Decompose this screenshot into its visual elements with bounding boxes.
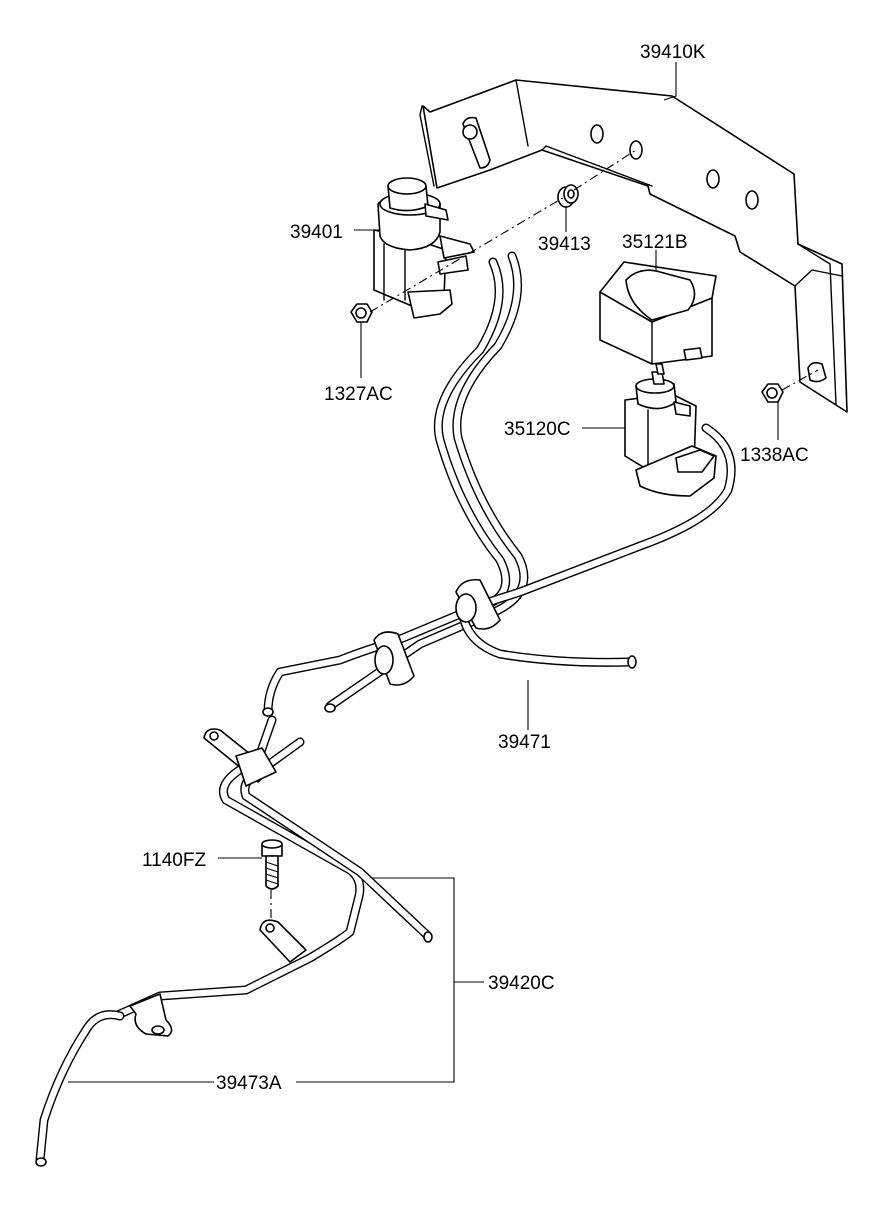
- assembly-line-1338AC: [781, 369, 819, 391]
- label-39471: 39471: [498, 732, 551, 753]
- solenoid-valve-39401: [373, 177, 475, 319]
- label-39473A: 39473A: [216, 1073, 282, 1094]
- label-39420C: 39420C: [488, 973, 555, 994]
- label-39410K: 39410K: [640, 42, 706, 63]
- pipe-bracket-top: [203, 728, 277, 787]
- leader-39420C: [372, 877, 484, 983]
- pipe-assembly-39420C: [35, 715, 433, 1167]
- label-1338AC: 1338AC: [740, 445, 809, 466]
- bracket-39410K: [419, 79, 848, 413]
- nut-1327AC: [350, 303, 373, 323]
- assembly-line-39410K: [573, 149, 637, 191]
- bolt-1140FZ: [261, 839, 283, 890]
- leader-39410K: [663, 62, 677, 101]
- pipe-bracket-bottom: [129, 993, 173, 1037]
- label-35120C: 35120C: [504, 419, 571, 440]
- nut-1338AC: [761, 383, 784, 403]
- label-35121B: 35121B: [622, 232, 688, 253]
- grommet-39413: [557, 184, 579, 208]
- pipe-bracket-middle: [259, 919, 307, 963]
- label-1140FZ: 1140FZ: [142, 850, 206, 871]
- leader-39473A: [68, 982, 455, 1083]
- solenoid-valve-35120C: [624, 363, 717, 497]
- label-1327AC: 1327AC: [324, 384, 393, 405]
- hose-clip-upper: [455, 578, 501, 630]
- label-39413: 39413: [538, 234, 591, 255]
- hose-clip-lower: [373, 631, 415, 686]
- hose-assembly-39471: [262, 251, 736, 717]
- label-39401: 39401: [290, 222, 343, 243]
- bracket-cover-35121B: [599, 261, 717, 365]
